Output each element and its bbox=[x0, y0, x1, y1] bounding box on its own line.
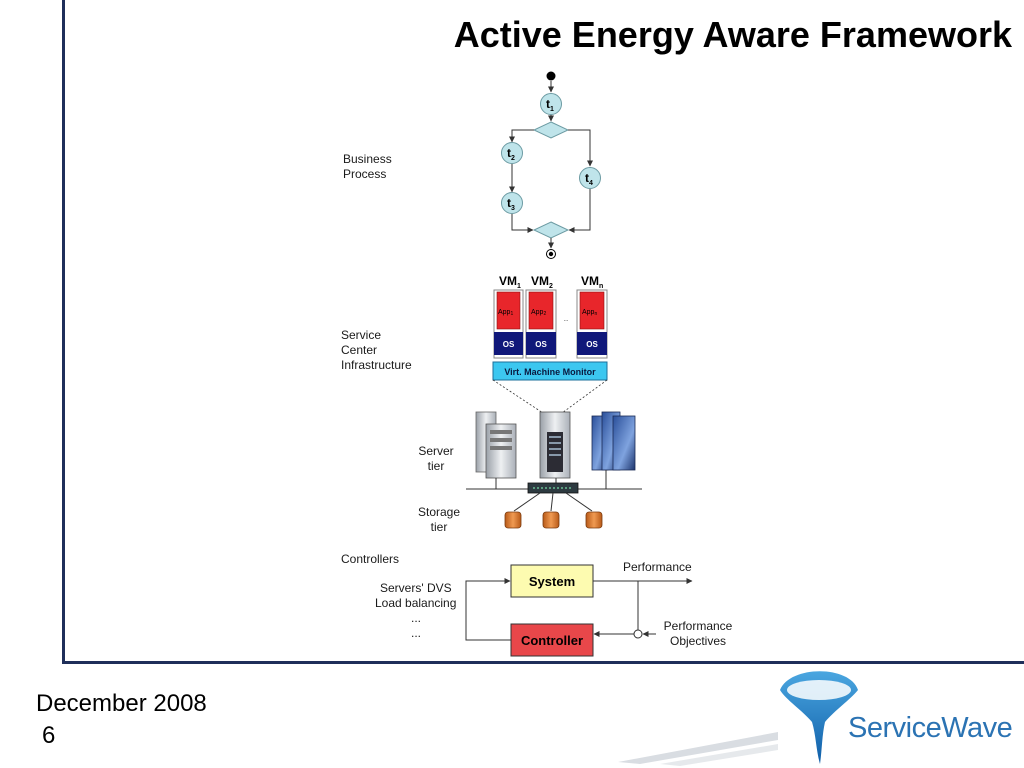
task-t2-label: t2 bbox=[507, 146, 515, 162]
page-number: 6 bbox=[42, 722, 56, 749]
servers-dvs-label: Servers' DVS bbox=[380, 581, 452, 595]
ellipsis-label-2: ... bbox=[411, 626, 422, 640]
footer-date: December 2008 bbox=[36, 690, 207, 717]
storage-tier bbox=[504, 492, 603, 529]
task-t4 bbox=[579, 167, 601, 189]
vm2-label: VM2 bbox=[531, 274, 553, 290]
task-t4-label: t4 bbox=[585, 171, 593, 187]
task-t2 bbox=[501, 142, 523, 164]
control-loop: System Controller bbox=[465, 564, 693, 657]
svg-text:Appn: Appn bbox=[582, 309, 597, 317]
server-blade-icon bbox=[591, 411, 636, 471]
performance-label: Performance bbox=[623, 560, 692, 574]
system-box bbox=[510, 564, 594, 598]
vmm-label: Virt. Machine Monitor bbox=[504, 367, 596, 377]
business-process-flow: t1 t2 t3 t4 bbox=[501, 71, 601, 259]
vm1-os-label: OS bbox=[503, 340, 515, 349]
task-t1 bbox=[540, 93, 562, 115]
ellipsis-label-1: ... bbox=[411, 611, 422, 625]
summing-junction bbox=[633, 629, 643, 639]
load-balancing-label: Load balancing bbox=[375, 596, 457, 610]
task-t3 bbox=[501, 192, 523, 214]
storage-disk-icon bbox=[542, 511, 560, 529]
vm2-app bbox=[528, 291, 554, 330]
vm2-os-label: OS bbox=[535, 340, 547, 349]
task-t3-label: t3 bbox=[507, 196, 515, 212]
slide-frame-left bbox=[62, 0, 65, 664]
slide-title: Active Energy Aware Framework bbox=[453, 14, 1012, 55]
start-node bbox=[546, 71, 556, 81]
storage-disk-icon bbox=[585, 511, 603, 529]
vm1-os bbox=[494, 332, 523, 355]
vmm-box bbox=[492, 361, 608, 381]
server-tower-icon bbox=[475, 411, 517, 479]
virtual-machines: VM1 VM2 VMn App1 OS App2 OS .. Appn OS V… bbox=[492, 274, 608, 414]
controller-label: Controller bbox=[521, 633, 583, 648]
vmn-os bbox=[577, 332, 607, 355]
vmn-os-label: OS bbox=[586, 340, 598, 349]
join-gateway bbox=[532, 221, 570, 239]
vm2-os bbox=[526, 332, 556, 355]
server-rack-icon bbox=[539, 411, 571, 479]
controllers-label: Controllers bbox=[341, 552, 400, 566]
vm1-app bbox=[496, 291, 521, 330]
system-label: System bbox=[529, 574, 575, 589]
end-node bbox=[548, 251, 554, 257]
slide-frame-bottom bbox=[62, 661, 1024, 664]
vmn-label: VMn bbox=[581, 274, 603, 290]
storage-disk-icon bbox=[504, 511, 522, 529]
svg-text:App1: App1 bbox=[498, 309, 513, 317]
vmn-app bbox=[579, 291, 605, 330]
controller-box bbox=[510, 623, 594, 657]
vm1-label: VM1 bbox=[499, 274, 521, 290]
svg-text:App2: App2 bbox=[531, 309, 546, 317]
task-t1-label: t1 bbox=[546, 97, 554, 113]
server-tier bbox=[466, 411, 642, 494]
vm-ellipsis: .. bbox=[564, 314, 568, 323]
servicewave-logo-icon bbox=[618, 671, 858, 766]
split-gateway bbox=[532, 121, 570, 139]
brand-name: ServiceWave bbox=[848, 712, 1013, 744]
